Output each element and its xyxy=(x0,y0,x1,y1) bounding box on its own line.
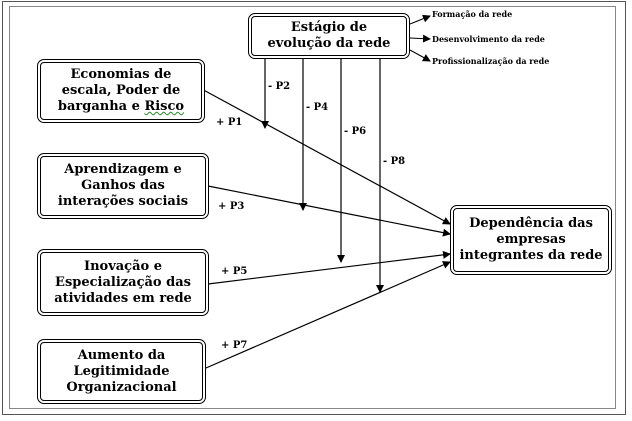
box-legitimidade-line2: Legitimidade xyxy=(73,363,170,379)
box-economias: Economias de escala, Poder de barganha e… xyxy=(37,59,205,123)
stage-item-profissionalizacao: Profissionalização da rede xyxy=(432,56,550,66)
arrow-stage-profissionalizacao xyxy=(409,49,431,62)
arrow-p7 xyxy=(205,261,451,369)
arrow-p5 xyxy=(207,250,451,285)
box-aprendizagem-line3: interações sociais xyxy=(57,194,189,209)
arrow-stage-desenvolvimento xyxy=(409,34,431,43)
box-dependencia: Dependência das empresas integrantes da … xyxy=(450,205,612,275)
box-inovacao-line1: Inovação e xyxy=(84,258,162,274)
arrow-p1 xyxy=(197,86,451,225)
label-p3: + P3 xyxy=(218,201,245,212)
arrow-stage-formacao xyxy=(409,14,431,25)
label-p8: - P8 xyxy=(383,156,406,167)
stage-box-line2: evolução da rede xyxy=(267,36,391,51)
box-dependencia-line3: integrantes da rede xyxy=(459,248,603,263)
box-legitimidade-line1: Aumento da xyxy=(77,347,166,363)
box-economias-line3a: barganha e xyxy=(57,99,145,114)
box-economias-line2: escala, Poder de xyxy=(61,83,181,98)
box-dependencia-line2: empresas xyxy=(496,232,566,247)
stage-box-line1: Estágio de xyxy=(290,20,368,35)
label-p6: - P6 xyxy=(344,126,367,137)
label-p7: + P7 xyxy=(221,340,248,351)
stage-box: Estágio de evolução da rede xyxy=(248,13,410,59)
box-aprendizagem: Aprendizagem e Ganhos das interações soc… xyxy=(37,153,209,219)
arrow-p3 xyxy=(207,185,451,237)
box-inovacao: Inovação e Especialização das atividades… xyxy=(37,249,209,316)
box-legitimidade: Aumento da Legitimidade Organizacional xyxy=(37,339,206,404)
box-aprendizagem-line2: Ganhos das xyxy=(81,178,165,193)
label-p5: + P5 xyxy=(221,266,248,277)
box-economias-line3b: Risco xyxy=(144,99,185,114)
label-p1: + P1 xyxy=(216,117,243,128)
box-aprendizagem-line1: Aprendizagem e xyxy=(64,162,182,177)
box-dependencia-line1: Dependência das xyxy=(469,216,593,231)
label-p2: - P2 xyxy=(268,81,291,92)
box-economias-line1: Economias de xyxy=(70,67,172,82)
box-inovacao-line3: atividades em rede xyxy=(54,290,192,306)
inner-frame xyxy=(9,6,616,409)
stage-item-desenvolvimento: Desenvolvimento da rede xyxy=(432,34,545,44)
label-p4: - P4 xyxy=(306,102,329,113)
box-inovacao-line2: Especialização das xyxy=(55,274,191,290)
stage-item-formacao: Formação da rede xyxy=(432,9,513,19)
box-legitimidade-line3: Organizacional xyxy=(66,379,177,395)
